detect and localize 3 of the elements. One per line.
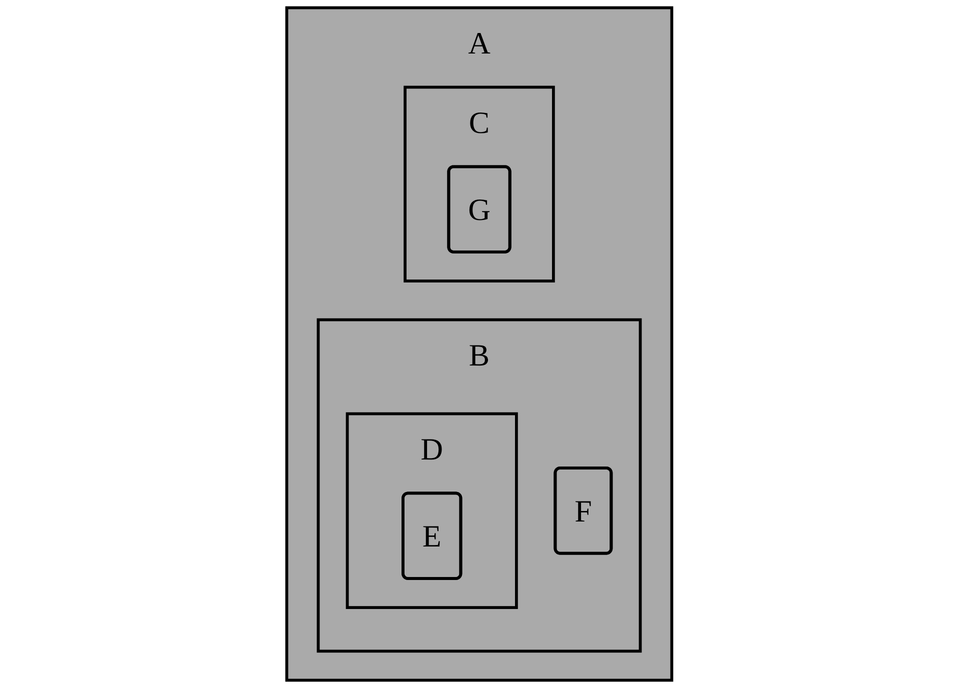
cluster (346, 412, 518, 610)
cluster (404, 86, 556, 282)
cluster (317, 318, 642, 653)
